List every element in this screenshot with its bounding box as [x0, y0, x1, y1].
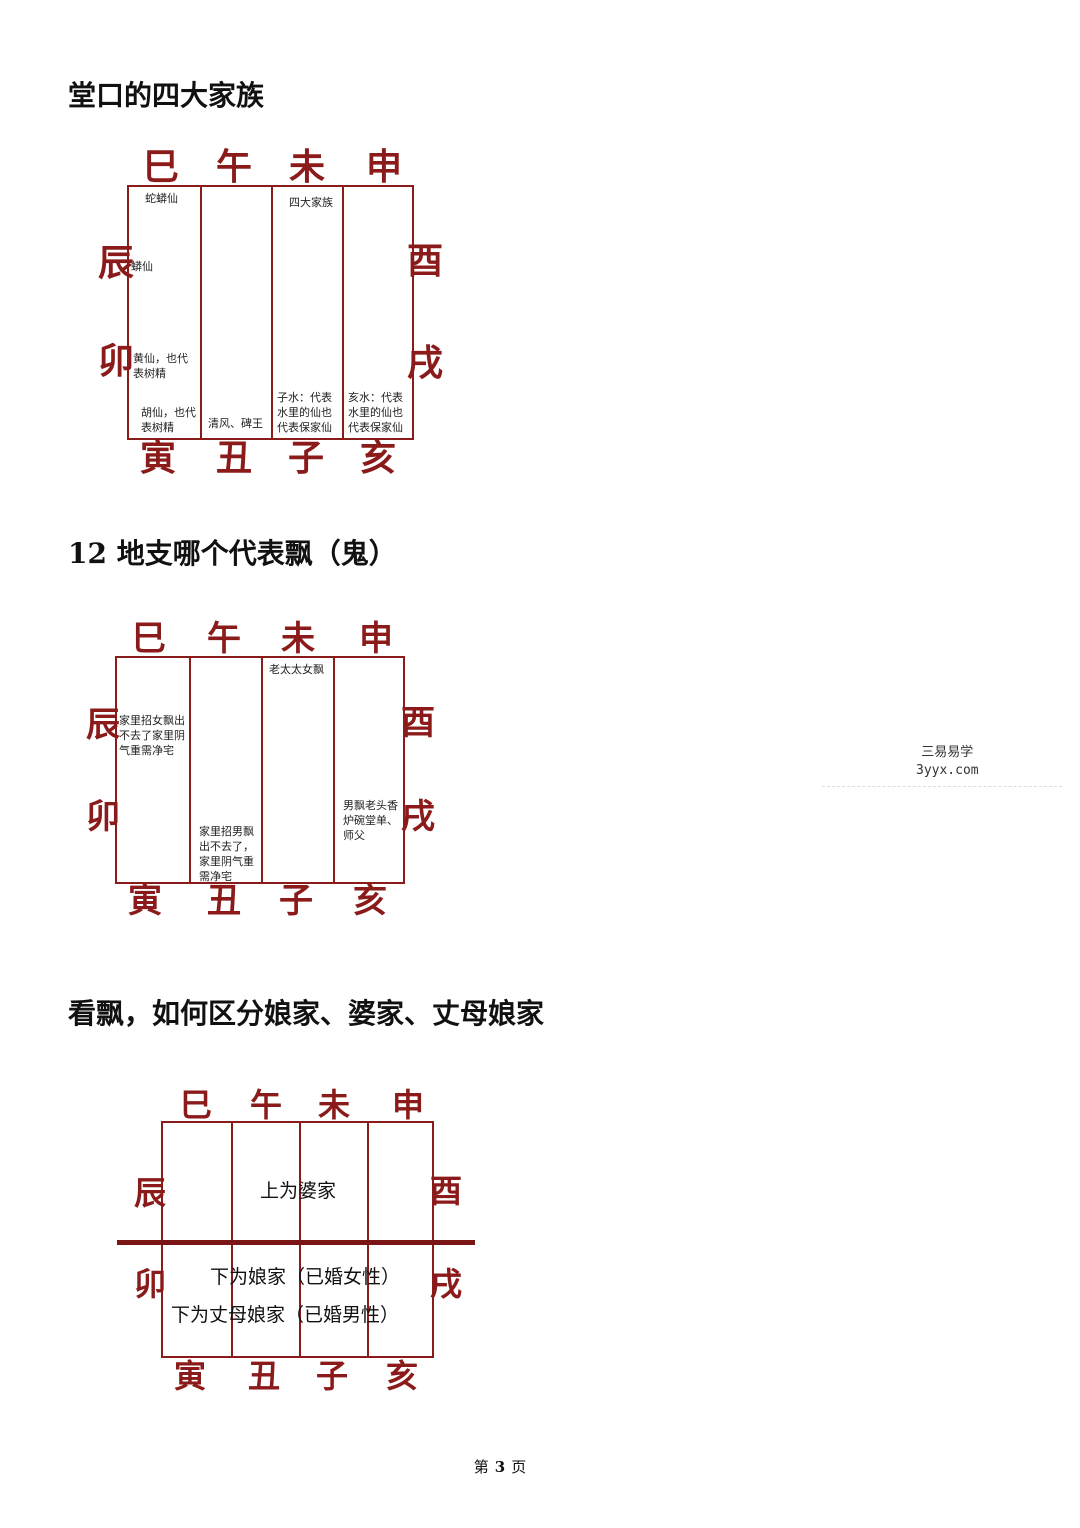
- note-old-lady: 老太太女飘: [269, 663, 324, 676]
- branch-grid: 家里招女飘出不去了家里阴气重需净宅 家里招男飘出不去了，家里阴气重需净宅 老太太…: [115, 656, 405, 884]
- branch-hai: 亥: [359, 438, 396, 479]
- grid-column: 男飘老头香炉碗堂单、师父: [333, 658, 403, 882]
- branch-chou: 丑: [207, 881, 241, 921]
- branch-chen: 辰: [86, 705, 120, 745]
- note-hai-water: 亥水：代表水里的仙也代表保家仙: [348, 391, 403, 434]
- note-female-ghost: 家里招女飘出不去了家里阴气重需净宅: [119, 714, 185, 757]
- note-four-families: 四大家族: [289, 196, 333, 209]
- branch-grid: [161, 1121, 434, 1358]
- branch-yin: 寅: [139, 438, 176, 479]
- branch-wei: 未: [281, 619, 315, 659]
- footer-suffix: 页: [511, 1458, 527, 1476]
- branch-si: 巳: [132, 619, 166, 659]
- footer-prefix: 第: [473, 1458, 489, 1476]
- grid-column: 清风、碑王: [200, 187, 271, 438]
- note-qingfeng: 清风、碑王: [208, 417, 263, 430]
- watermark-name: 三易易学: [921, 745, 974, 760]
- branch-wu: 午: [215, 147, 252, 188]
- branch-xu: 戌: [401, 797, 435, 837]
- branch-hai: 亥: [353, 881, 387, 921]
- branch-hai: 亥: [385, 1357, 418, 1395]
- branch-shen: 申: [359, 619, 393, 659]
- watermark-divider: [822, 786, 1062, 788]
- note-weasel: 黄仙，也代表树精: [133, 352, 188, 380]
- note-male-ghost: 家里招男飘出不去了，家里阴气重需净宅: [199, 825, 254, 883]
- branch-grid: 蛇蟒仙 蟒仙 黄仙，也代表树精 胡仙，也代表树精 清风、碑王 四大家族 子水：代…: [127, 185, 414, 440]
- note-fox: 胡仙，也代表树精: [141, 406, 196, 434]
- section-1-heading: 堂口的四大家族: [68, 79, 265, 112]
- grid-column: 四大家族 子水：代表水里的仙也代表保家仙: [271, 187, 342, 438]
- branch-zi: 子: [279, 881, 313, 921]
- watermark: 三易易学 3yyx.com: [916, 744, 979, 780]
- note-python: 蟒仙: [131, 260, 153, 273]
- grid-column: 家里招男飘出不去了，家里阴气重需净宅: [189, 658, 261, 883]
- branch-xu: 戌: [429, 1265, 462, 1303]
- branch-chou: 丑: [247, 1357, 280, 1395]
- page-number: 3: [494, 1458, 506, 1476]
- branch-you: 酉: [429, 1172, 462, 1210]
- branch-si: 巳: [179, 1086, 212, 1124]
- note-snake: 蛇蟒仙: [145, 192, 178, 205]
- branch-wu: 午: [249, 1086, 282, 1124]
- note-upper: 上为婆家: [260, 1180, 337, 1202]
- branch-shen: 申: [365, 147, 402, 188]
- grid-column: [299, 1123, 367, 1356]
- branch-chen: 辰: [133, 1174, 166, 1212]
- grid-column: [231, 1123, 299, 1356]
- note-old-man: 男飘老头香炉碗堂单、师父: [343, 799, 398, 842]
- branch-wei: 未: [317, 1086, 350, 1124]
- divider-line: [117, 1240, 475, 1245]
- grid-column: 亥水：代表水里的仙也代表保家仙: [342, 187, 412, 438]
- branch-zi: 子: [315, 1357, 348, 1395]
- note-zi-water: 子水：代表水里的仙也代表保家仙: [277, 391, 332, 434]
- section-2-heading: 12 地支哪个代表飘（鬼）: [68, 537, 397, 570]
- watermark-url: 3yyx.com: [916, 763, 979, 778]
- branch-yin: 寅: [128, 881, 162, 921]
- branch-mao: 卯: [133, 1265, 166, 1303]
- branch-wei: 未: [288, 147, 325, 188]
- branch-you: 酉: [401, 703, 435, 743]
- branch-yin: 寅: [173, 1357, 206, 1395]
- section-3-heading: 看飘，如何区分娘家、婆家、丈母娘家: [68, 997, 545, 1030]
- branch-mao: 卯: [86, 797, 120, 837]
- branch-zi: 子: [287, 438, 324, 479]
- branch-wu: 午: [207, 619, 241, 659]
- grid-column: [367, 1123, 432, 1356]
- note-lower-1: 下为娘家（已婚女性）: [210, 1266, 401, 1288]
- branch-shen: 申: [391, 1086, 424, 1124]
- grid-column: 老太太女飘: [261, 658, 333, 882]
- branch-si: 巳: [142, 147, 179, 188]
- grid-column: 蛇蟒仙 蟒仙 黄仙，也代表树精 胡仙，也代表树精: [129, 187, 200, 438]
- branch-chou: 丑: [215, 438, 252, 479]
- note-lower-2: 下为丈母娘家（已婚男性）: [171, 1304, 400, 1326]
- grid-column: 家里招女飘出不去了家里阴气重需净宅: [117, 658, 189, 882]
